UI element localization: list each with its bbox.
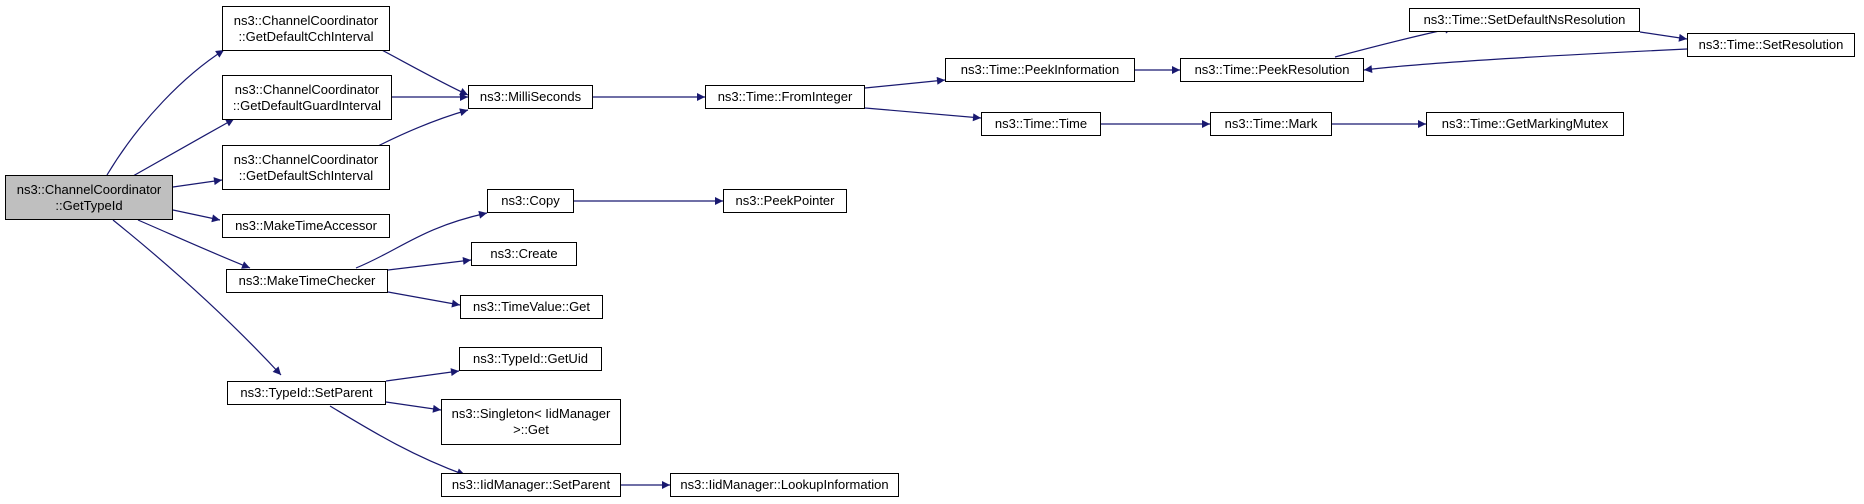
node-typeid-getuid[interactable]: ns3::TypeId::GetUid [459, 347, 602, 371]
node-label: ns3::Time::PeekResolution [1194, 62, 1350, 77]
node-label: ns3::Time::GetMarkingMutex [1441, 116, 1609, 131]
edge-typeid-setparent-to-singleton-get [385, 401, 442, 413]
node-label: ns3::ChannelCoordinator [233, 151, 379, 167]
node-time-time[interactable]: ns3::Time::Time [981, 112, 1101, 136]
edge-setresolution-to-peekresolution [1363, 48, 1688, 74]
node-label: ns3::ChannelCoordinator [16, 181, 162, 197]
node-singleton-iidmanager-get[interactable]: ns3::Singleton< IidManager >::Get [441, 399, 621, 445]
node-label: ns3::Create [490, 246, 558, 261]
node-channelcoordinator-getdefaultguardinterval[interactable]: ns3::ChannelCoordinator ::GetDefaultGuar… [222, 75, 392, 120]
node-label: ::GetTypeId [55, 197, 123, 213]
edge-getdefaultcchinterval-to-milliseconds [377, 47, 469, 96]
node-label: ns3::ChannelCoordinator [233, 12, 379, 28]
edge-frominteger-to-peekinformation [864, 76, 946, 89]
node-label: ns3::Time::FromInteger [717, 89, 853, 104]
node-label: ns3::MilliSeconds [479, 89, 582, 104]
edge-gettypeid-to-typeid-setparent [112, 219, 282, 376]
node-maketimechecker[interactable]: ns3::MakeTimeChecker [226, 269, 388, 293]
node-label: ns3::Time::SetDefaultNsResolution [1423, 12, 1626, 27]
node-label: ns3::Time::Mark [1224, 116, 1318, 131]
node-iidmanager-lookupinformation[interactable]: ns3::IidManager::LookupInformation [670, 473, 899, 497]
node-time-peekinformation[interactable]: ns3::Time::PeekInformation [945, 58, 1135, 82]
node-label: ns3::MakeTimeAccessor [235, 218, 377, 233]
node-label: ns3::IidManager::LookupInformation [680, 477, 889, 492]
edge-maketimechecker-to-copy [355, 210, 488, 269]
node-time-frominteger[interactable]: ns3::Time::FromInteger [705, 85, 865, 109]
node-time-setdefaultnsresolution[interactable]: ns3::Time::SetDefaultNsResolution [1409, 8, 1640, 32]
node-peekpointer[interactable]: ns3::PeekPointer [723, 189, 847, 213]
node-label: ns3::Copy [501, 193, 560, 208]
edge-frominteger-to-time [864, 107, 982, 122]
node-label: >::Get [513, 422, 549, 437]
edge-setdefaultnsresolution-to-setresolution [1639, 31, 1688, 42]
node-label: ns3::TypeId::GetUid [473, 351, 588, 366]
node-label: ns3::Time::PeekInformation [960, 62, 1120, 77]
node-time-getmarkingmutex[interactable]: ns3::Time::GetMarkingMutex [1426, 112, 1624, 136]
node-label: ns3::MakeTimeChecker [238, 273, 376, 288]
node-iidmanager-setparent[interactable]: ns3::IidManager::SetParent [441, 473, 621, 497]
edge-getdefaultschinterval-to-milliseconds [377, 108, 469, 147]
node-label: ns3::Time::SetResolution [1698, 37, 1844, 52]
edge-gettypeid-to-getdefaultguardinterval [132, 118, 235, 177]
edge-gettypeid-to-getdefaultcchinterval [106, 49, 225, 176]
node-label: ns3::ChannelCoordinator [234, 81, 380, 97]
node-milliseconds[interactable]: ns3::MilliSeconds [468, 85, 593, 109]
node-copy[interactable]: ns3::Copy [487, 189, 574, 213]
edge-typeid-setparent-to-iidmanager-setparent [329, 405, 466, 477]
edge-gettypeid-to-maketimechecker [137, 219, 251, 269]
node-channelcoordinator-getdefaultcchinterval[interactable]: ns3::ChannelCoordinator ::GetDefaultCchI… [222, 6, 390, 51]
node-create[interactable]: ns3::Create [471, 242, 577, 266]
node-channelcoordinator-getdefaultschinterval[interactable]: ns3::ChannelCoordinator ::GetDefaultSchI… [222, 145, 390, 190]
edge-maketimechecker-to-timevalue-get [387, 291, 461, 308]
node-time-mark[interactable]: ns3::Time::Mark [1210, 112, 1332, 136]
node-time-peekresolution[interactable]: ns3::Time::PeekResolution [1180, 58, 1364, 82]
node-label: ns3::PeekPointer [735, 193, 835, 208]
node-label: ns3::TimeValue::Get [472, 299, 591, 314]
edge-typeid-setparent-to-getuid [385, 368, 460, 382]
node-label: ::GetDefaultSchInterval [238, 167, 374, 183]
node-time-setresolution[interactable]: ns3::Time::SetResolution [1687, 33, 1855, 57]
node-label: ns3::Singleton< IidManager [451, 406, 611, 421]
node-channelcoordinator-gettypeid[interactable]: ns3::ChannelCoordinator ::GetTypeId [5, 175, 173, 220]
node-label: ::GetDefaultCchInterval [238, 28, 374, 44]
node-label: ns3::TypeId::SetParent [240, 385, 373, 400]
node-timevalue-get[interactable]: ns3::TimeValue::Get [460, 295, 603, 319]
node-label: ::GetDefaultGuardInterval [232, 97, 382, 113]
node-typeid-setparent[interactable]: ns3::TypeId::SetParent [227, 381, 386, 405]
node-label: ns3::Time::Time [994, 116, 1088, 131]
edge-gettypeid-to-maketimeaccessor [172, 209, 221, 223]
node-label: ns3::IidManager::SetParent [451, 477, 611, 492]
edge-maketimechecker-to-create [387, 256, 472, 271]
node-maketimeaccessor[interactable]: ns3::MakeTimeAccessor [222, 214, 390, 238]
edge-gettypeid-to-getdefaultschinterval [172, 177, 223, 188]
edge-peekresolution-to-setdefaultnsresolution [1334, 25, 1454, 58]
